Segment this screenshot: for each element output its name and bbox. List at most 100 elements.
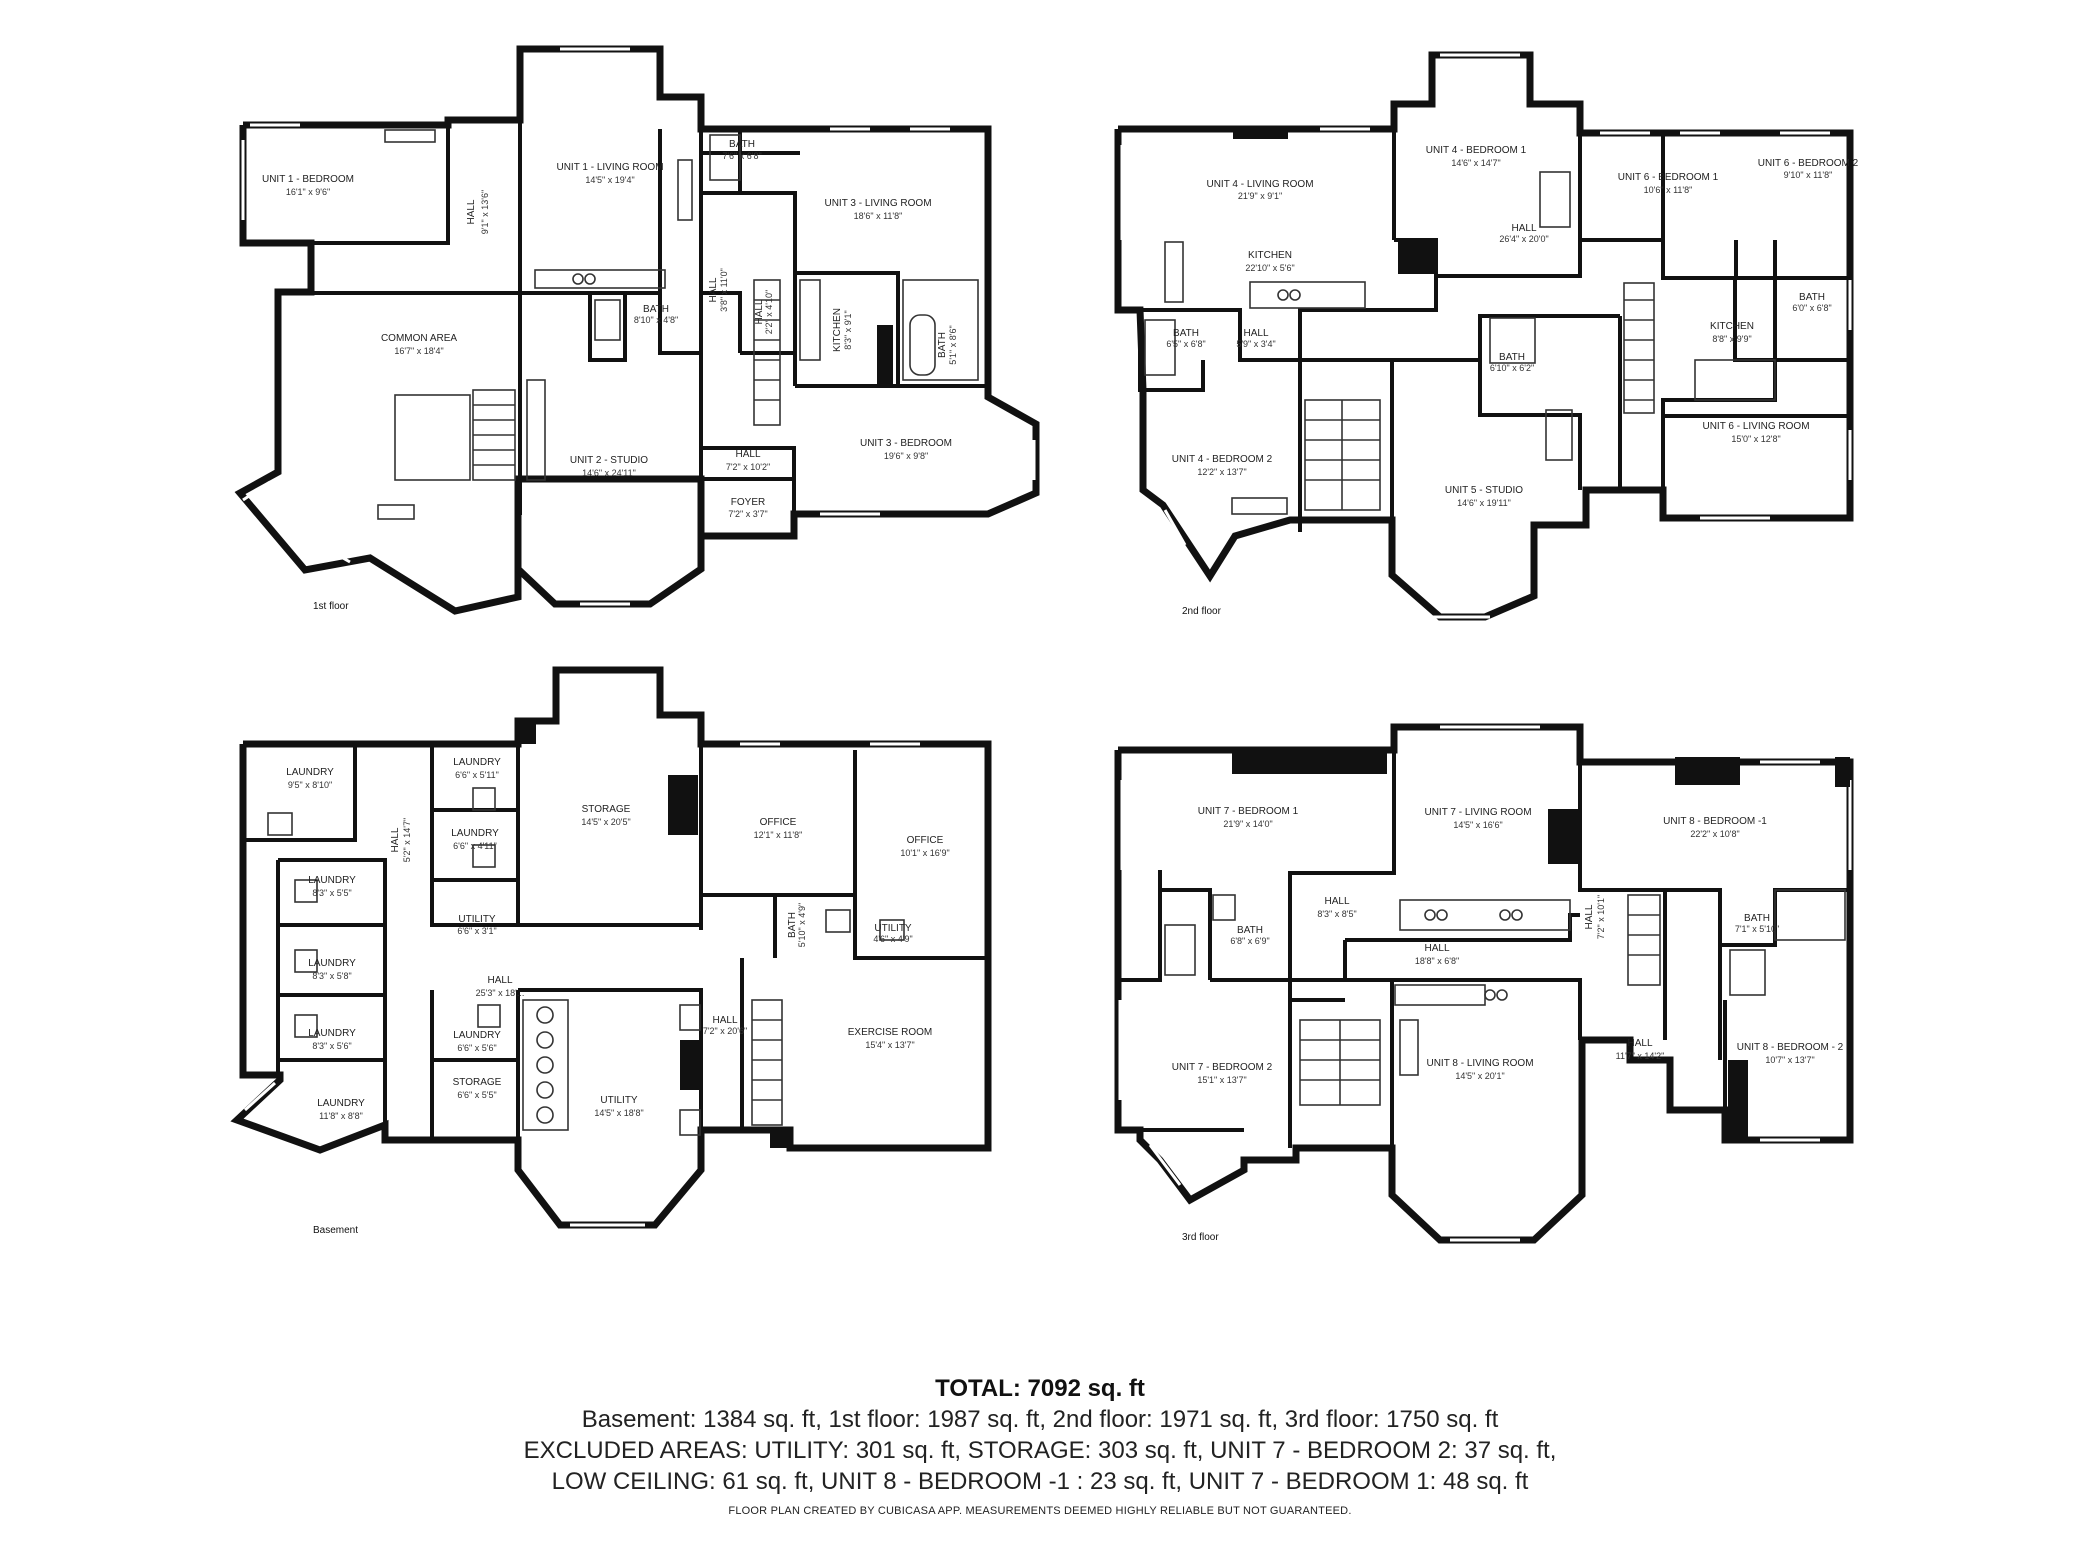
room-name: LAUNDRY [286, 767, 334, 778]
room-dimension: 21'9" x 14'0" [1223, 819, 1272, 829]
floor-label-2nd: 2nd floor [1182, 606, 1222, 617]
room-dimension: 10'6" x 11'8" [1644, 185, 1693, 195]
room-dimension: 21'9" x 9'1" [1238, 191, 1282, 201]
room-name: UNIT 1 - BEDROOM [262, 174, 354, 185]
room-dimension: 6'6" x 4'11" [453, 841, 497, 851]
room-name: UNIT 4 - LIVING ROOM [1206, 179, 1313, 190]
room-name: COMMON AREA [381, 333, 457, 344]
room-dimension: 11'8" x 8'8" [319, 1111, 363, 1121]
room-dimension: 9'1" x 13'6" [480, 190, 490, 234]
room-dimension: 14'6" x 19'11" [1457, 498, 1511, 508]
room-name: HALL [487, 975, 512, 986]
room-dimension: 5'10" x 4'9" [797, 903, 807, 947]
room-name: KITCHEN [1248, 250, 1292, 261]
room-dimension: 6'6" x 3'1" [457, 926, 496, 936]
room-name: HALL [1243, 328, 1268, 339]
room-dimension: 15'0" x 12'8" [1731, 434, 1780, 444]
room-name: HALL [1324, 896, 1349, 907]
room-name: OFFICE [760, 817, 797, 828]
room-dimension: 15'4" x 13'7" [865, 1040, 914, 1050]
area-summary: TOTAL: 7092 sq. ft Basement: 1384 sq. ft… [0, 1374, 2080, 1517]
room-name: BATH [787, 912, 798, 938]
room-name: UNIT 2 - STUDIO [570, 455, 648, 466]
room-dimension: 14'5" x 18'8" [594, 1108, 643, 1118]
room-dimension: 6'6" x 5'11" [455, 770, 499, 780]
room-name: HALL [1627, 1038, 1652, 1049]
room-dimension: 16'7" x 18'4" [394, 346, 443, 356]
room-name: BATH [1499, 352, 1525, 363]
room-name: LAUNDRY [451, 828, 499, 839]
room-dimension: 14'5" x 20'1" [1455, 1071, 1504, 1081]
floor-label-3rd: 3rd floor [1182, 1232, 1219, 1243]
room-name: LAUNDRY [453, 1030, 501, 1041]
floor-plan-basement: Basement [230, 666, 992, 1236]
room-name: UNIT 3 - LIVING ROOM [824, 198, 931, 209]
room-dimension: 6'0" x 6'8" [1792, 303, 1831, 313]
room-name: BATH [729, 139, 755, 150]
room-name: EXERCISE ROOM [848, 1027, 932, 1038]
room-name: KITCHEN [832, 308, 843, 352]
room-name: STORAGE [453, 1077, 502, 1088]
excluded-areas: EXCLUDED AREAS: UTILITY: 301 sq. ft, STO… [523, 1437, 1557, 1464]
room-name: KITCHEN [1710, 321, 1754, 332]
room-dimension: 10'1" x 16'9" [900, 848, 949, 858]
room-name: LAUNDRY [453, 757, 501, 768]
room-dimension: 26'4" x 20'0" [1499, 234, 1548, 244]
room-dimension: 8'10" x 4'8" [634, 315, 678, 325]
room-dimension: 18'8" x 6'8" [1415, 956, 1459, 966]
room-dimension: 8'3" x 5'6" [312, 1041, 351, 1051]
room-name: STORAGE [582, 804, 631, 815]
room-dimension: 12'1" x 11'8" [754, 830, 803, 840]
room-name: UTILITY [458, 914, 496, 925]
excluded-areas-continued: LOW CEILING: 61 sq. ft, UNIT 8 - BEDROOM… [551, 1468, 1529, 1495]
room-name: UNIT 8 - BEDROOM -1 [1663, 816, 1767, 827]
room-name: LAUNDRY [308, 958, 356, 969]
room-dimension: 22'10" x 5'6" [1245, 263, 1294, 273]
room-dimension: 6'5" x 6'8" [1166, 339, 1205, 349]
room-dimension: 8'3" x 8'5" [1317, 909, 1356, 919]
room-dimension: 19'6" x 9'8" [884, 451, 928, 461]
room-name: HALL [735, 449, 760, 460]
room-dimension: 14'5" x 20'5" [581, 817, 630, 827]
room-dimension: 7'1" x 5'10" [1735, 924, 1779, 934]
room-name: LAUNDRY [317, 1098, 365, 1109]
floor-label-1st: 1st floor [313, 601, 349, 612]
room-dimension: 5'2" x 14'7" [402, 818, 412, 862]
room-name: UNIT 7 - BEDROOM 1 [1198, 806, 1299, 817]
room-dimension: 14'6" x 24'11" [582, 468, 636, 478]
floor-plan-1st: 1st floor [234, 45, 1040, 615]
room-dimension: 15'1" x 13'7" [1197, 1075, 1246, 1085]
room-name: HALL [1511, 223, 1536, 234]
room-dimension: 12'2" x 13'7" [1197, 467, 1246, 477]
room-name: UNIT 4 - BEDROOM 1 [1426, 145, 1527, 156]
room-name: BATH [1237, 925, 1263, 936]
room-name: HALL [1424, 943, 1449, 954]
room-dimension: 8'3" x 5'8" [312, 971, 351, 981]
room-dimension: 3'8" x 11'0" [719, 268, 729, 312]
room-name: UNIT 7 - LIVING ROOM [1424, 807, 1531, 818]
room-name: LAUNDRY [308, 875, 356, 886]
disclaimer: FLOOR PLAN CREATED BY CUBICASA APP. MEAS… [728, 1505, 1352, 1517]
room-name: UNIT 6 - BEDROOM 1 [1618, 172, 1719, 183]
room-name: UNIT 6 - LIVING ROOM [1702, 421, 1809, 432]
room-name: UNIT 4 - BEDROOM 2 [1172, 454, 1273, 465]
room-dimension: 14'5" x 19'4" [585, 175, 634, 185]
room-name: UTILITY [874, 923, 912, 934]
floor-label-basement: Basement [313, 1225, 358, 1236]
room-dimension: 14'6" x 14'7" [1451, 158, 1500, 168]
room-dimension: 8'3" x 9'1" [843, 310, 853, 349]
room-name: UTILITY [600, 1095, 638, 1106]
room-name: UNIT 1 - LIVING ROOM [556, 162, 663, 173]
room-dimension: 22'2" x 10'8" [1690, 829, 1739, 839]
room-dimension: 6'10" x 6'2" [1490, 363, 1534, 373]
room-dimension: 11'7" x 14'2" [1616, 1051, 1665, 1061]
room-name: HALL [712, 1015, 737, 1026]
room-name: UNIT 8 - BEDROOM - 2 [1737, 1042, 1844, 1053]
room-dimension: 7'2" x 20'6" [703, 1026, 747, 1036]
room-dimension: 4'6" x 4'9" [873, 934, 912, 944]
room-name: HALL [708, 277, 719, 302]
room-name: BATH [1173, 328, 1199, 339]
room-dimension: 18'6" x 11'8" [854, 211, 903, 221]
room-name: BATH [643, 304, 669, 315]
